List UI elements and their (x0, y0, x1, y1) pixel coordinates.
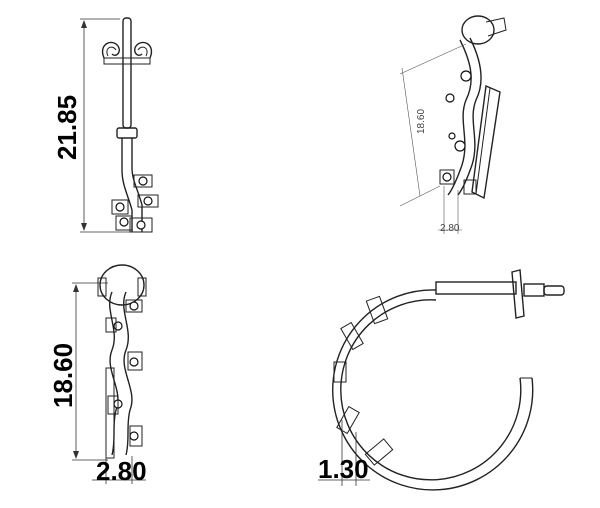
perspective-view-gems (439, 70, 477, 195)
perspective-view-width-label: 2.80 (440, 223, 460, 234)
top-view-gems (333, 295, 394, 466)
top-view: 1.30 (318, 269, 565, 491)
front-view: 21.85 (52, 17, 159, 233)
perspective-view: 18.60 2.80 (399, 15, 507, 234)
side-view-width-label: 2.80 (96, 456, 147, 486)
perspective-view-height-label: 18.60 (416, 109, 427, 134)
side-view-gems (105, 299, 143, 447)
front-view-gems (111, 174, 159, 233)
front-view-height-label: 21.85 (52, 95, 82, 160)
top-view-thickness-label: 1.30 (318, 454, 369, 484)
side-view: 18.60 2.80 (48, 264, 147, 486)
side-view-height-label: 18.60 (48, 343, 78, 408)
